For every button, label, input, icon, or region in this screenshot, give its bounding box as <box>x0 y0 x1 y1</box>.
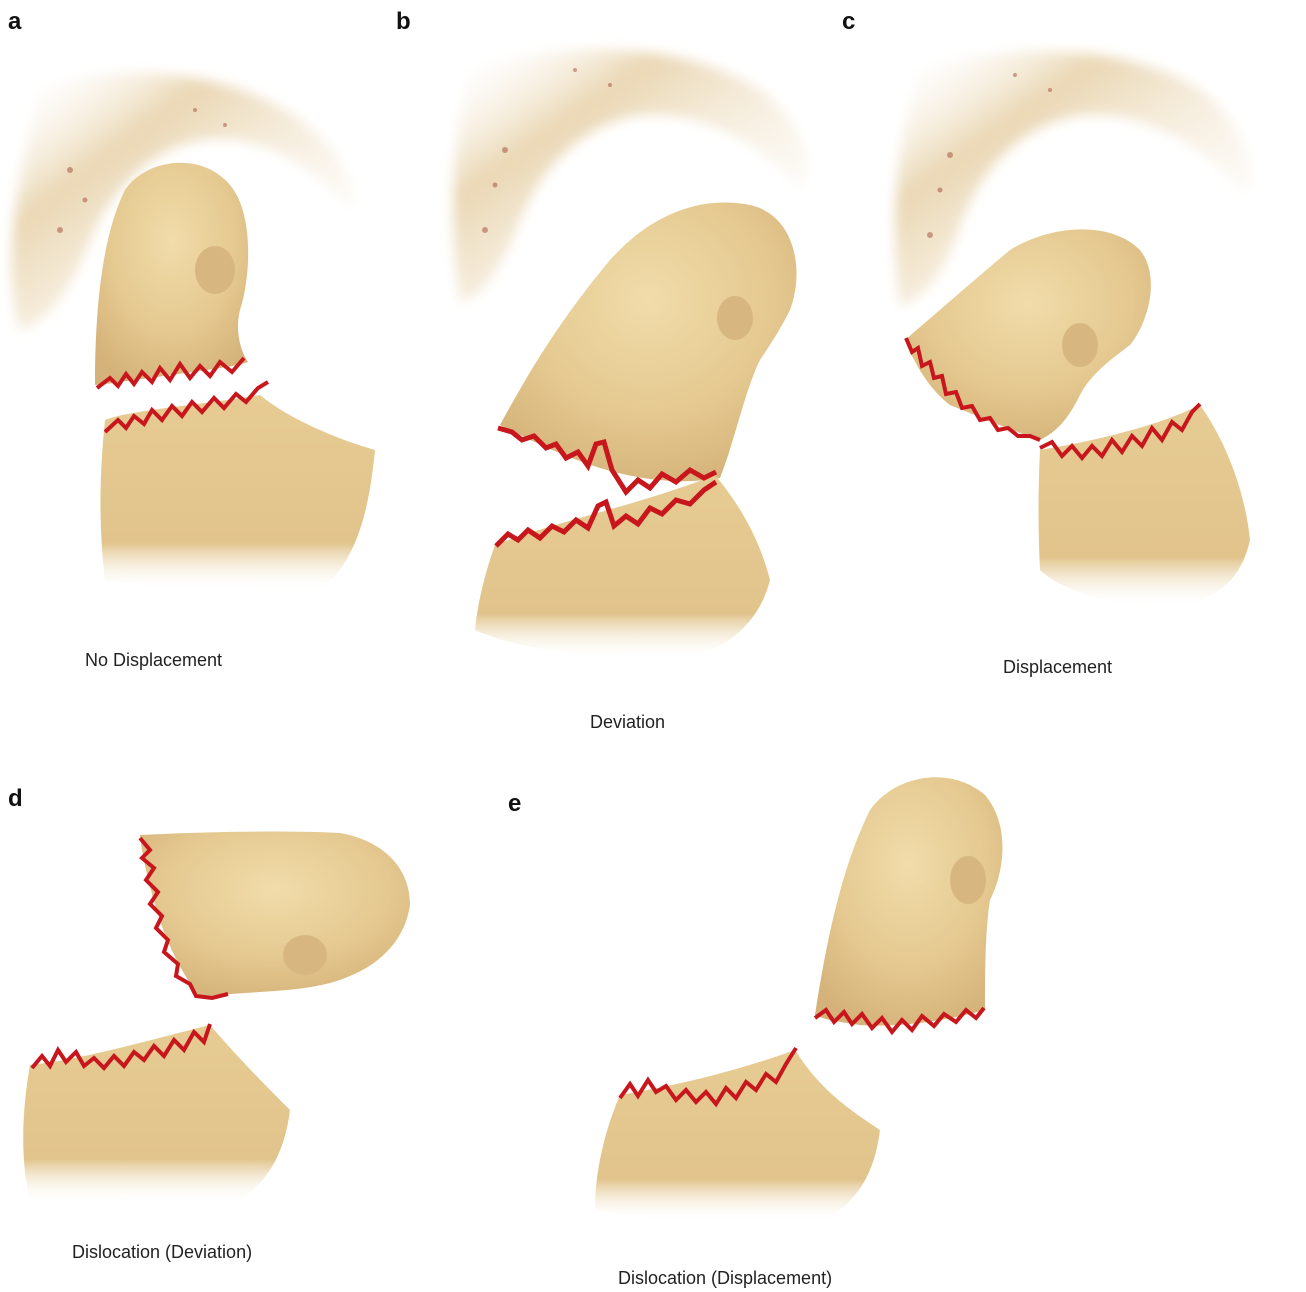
ramus-stump <box>595 1050 880 1222</box>
panel-a-illustration <box>12 73 375 592</box>
condyle-pole <box>950 856 986 904</box>
condyle-pole <box>195 246 235 294</box>
panel-label-c: c <box>842 8 855 36</box>
condylar-neck-shaft <box>1039 405 1251 608</box>
caption-deviation: Deviation <box>590 712 665 733</box>
panel-label-b: b <box>396 8 411 36</box>
condyle-pole <box>1062 323 1098 367</box>
caption-no-displacement: No Displacement <box>85 650 222 671</box>
condyle-fragment <box>140 832 410 998</box>
panel-d-illustration <box>23 832 410 1204</box>
panel-e-illustration <box>595 777 1003 1222</box>
caption-displacement: Displacement <box>1003 657 1112 678</box>
condylar-neck-shaft <box>475 475 770 660</box>
condyle-upper <box>500 202 797 481</box>
panel-label-d: d <box>8 785 23 813</box>
panel-b-illustration <box>453 50 807 660</box>
ramus-stump <box>23 1025 290 1204</box>
condyle-pole <box>717 296 753 340</box>
panel-label-e: e <box>508 790 521 818</box>
caption-dislocation-displacement: Dislocation (Displacement) <box>618 1268 832 1289</box>
caption-dislocation-deviation: Dislocation (Deviation) <box>72 1242 252 1263</box>
panel-label-a: a <box>8 8 21 36</box>
panel-c-illustration <box>895 51 1250 608</box>
condyle-pole <box>283 935 327 975</box>
